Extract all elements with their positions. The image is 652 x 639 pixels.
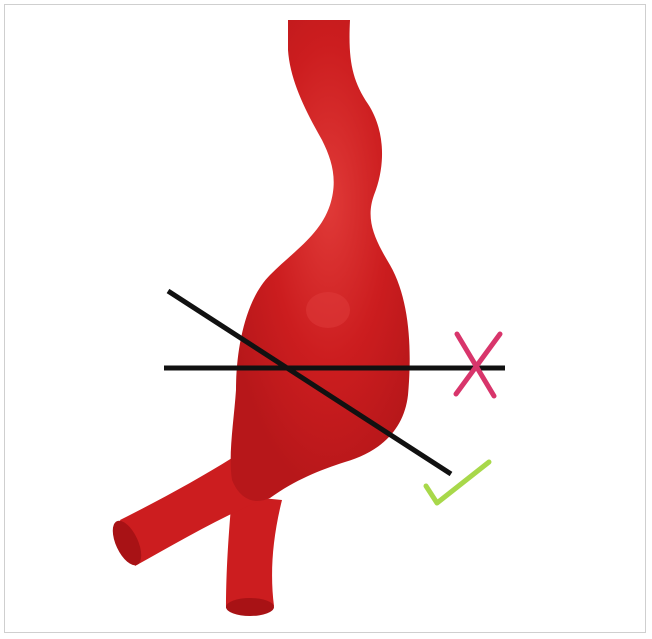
incorrect-cross-icon [456,334,500,396]
correct-check-icon [426,462,489,503]
right-iliac-opening [226,598,274,616]
aneurysm-highlight [306,292,350,328]
